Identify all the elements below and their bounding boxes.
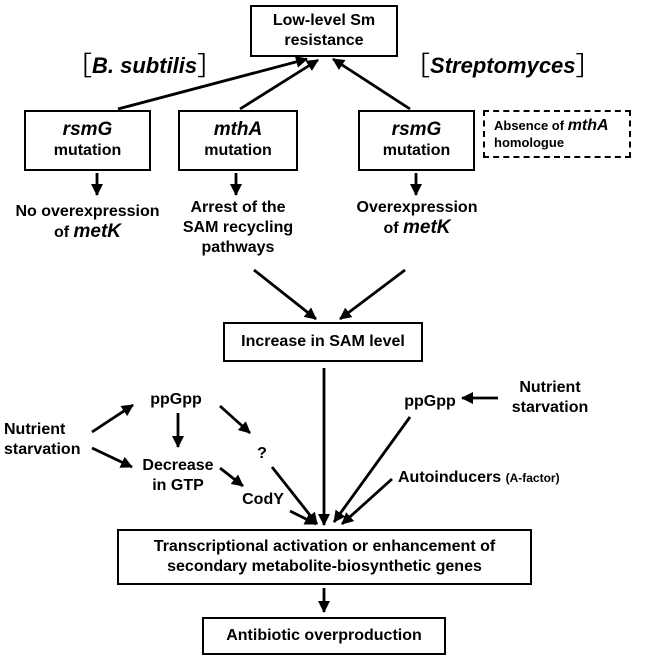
bracket-open-right: ［	[404, 51, 431, 81]
label-autoinducers: Autoinducers (A-factor)	[398, 468, 560, 488]
arrow-ppgpp-to-question	[219, 404, 251, 435]
b-subtilis-label: B. subtilis	[92, 53, 198, 78]
transcription-line2: secondary metabolite-biosynthetic genes	[167, 558, 482, 575]
label-nutrient-starvation-right: Nutrient starvation	[498, 378, 602, 418]
rsmg-right-gene: rsmG	[391, 119, 442, 140]
antibiotic-text: Antibiotic overproduction	[226, 627, 422, 644]
nutrient-left-line2: starvation	[4, 441, 81, 458]
arrest-line1: Arrest of the	[190, 199, 286, 216]
absence-gene: mthA	[567, 117, 609, 134]
question-text: ?	[257, 445, 267, 462]
label-nutrient-starvation-left: Nutrient starvation	[4, 420, 80, 460]
no-overexpression-gene: metK	[73, 221, 122, 242]
sam-text: Increase in SAM level	[241, 333, 405, 350]
transcription-line1: Transcriptional activation or enhancemen…	[153, 538, 496, 555]
box-antibiotic-overproduction: Antibiotic overproduction	[202, 617, 446, 655]
arrow-overexpression-to-sam	[339, 268, 406, 321]
rsmg-left-gene: rsmG	[62, 119, 113, 140]
decrease-line2: in GTP	[152, 477, 204, 494]
resistance-line1: Low-level Sm	[272, 12, 376, 29]
arrow-cody-to-transcription	[289, 509, 317, 526]
arrest-line2: SAM recycling	[182, 219, 294, 236]
box-transcriptional-activation: Transcriptional activation or enhancemen…	[117, 529, 532, 585]
arrow-arrest-to-sam	[253, 268, 317, 321]
arrow-nutrient-to-gtp	[91, 446, 133, 469]
cody-text: CodY	[242, 491, 284, 508]
nutrient-left-line1: Nutrient	[4, 421, 66, 438]
autoinducers-main: Autoinducers	[398, 469, 502, 486]
box-increase-in-sam-level: Increase in SAM level	[223, 322, 423, 362]
overexpression-pre: of	[383, 220, 404, 237]
arrow-ppgpp-right-to-transcription	[332, 416, 412, 523]
streptomyces-label: Streptomyces	[430, 53, 576, 78]
ppgpp-left-text: ppGpp	[150, 391, 202, 408]
overexpression-line1: Overexpression	[356, 199, 478, 216]
nutrient-right-line1: Nutrient	[519, 379, 581, 396]
arrow-gtp-to-cody	[219, 466, 244, 488]
label-ppgpp-right: ppGpp	[398, 392, 462, 412]
bracket-open-left: ［	[66, 51, 93, 81]
label-decrease-in-gtp: Decrease in GTP	[134, 456, 222, 496]
rsmg-right-word: mutation	[382, 142, 451, 159]
no-overexpression-pre: of	[53, 224, 74, 241]
bracket-label-streptomyces: ［Streptomyces］	[404, 44, 602, 81]
box-rsmg-mutation-left: rsmG mutation	[24, 110, 151, 171]
rsmg-left-word: mutation	[53, 142, 122, 159]
arrest-line3: pathways	[201, 239, 275, 256]
bracket-close-right: ］	[575, 51, 602, 81]
arrow-autoinducers-to-transcription	[341, 477, 393, 526]
absence-pre: Absence of	[494, 118, 568, 133]
absence-line2: homologue	[494, 135, 565, 150]
box-low-level-sm-resistance: Low-level Sm resistance	[250, 5, 398, 57]
mtha-word: mutation	[204, 142, 272, 159]
arrow-rsmg-left-to-resistance	[117, 56, 308, 111]
box-mtha-mutation: mthA mutation	[178, 110, 298, 171]
decrease-line1: Decrease	[142, 457, 214, 474]
label-no-overexpression-metk: No overexpression of metK	[0, 202, 175, 243]
label-ppgpp-left: ppGpp	[136, 390, 216, 410]
mtha-gene: mthA	[213, 119, 263, 140]
label-cody: CodY	[233, 490, 293, 510]
nutrient-right-line2: starvation	[511, 399, 589, 416]
overexpression-gene: metK	[403, 217, 451, 238]
no-overexpression-line1: No overexpression	[15, 203, 160, 220]
arrow-nutrient-to-ppgpp	[91, 403, 134, 434]
arrow-mtha-to-resistance	[239, 58, 319, 111]
ppgpp-right-text: ppGpp	[404, 393, 456, 410]
bracket-label-b-subtilis: ［B. subtilis］	[66, 44, 223, 81]
label-question-mark: ?	[252, 444, 272, 464]
label-overexpression-metk: Overexpression of metK	[345, 198, 489, 239]
autoinducers-sub: (A-factor)	[505, 471, 560, 485]
arrow-rsmg-right-to-resistance	[332, 57, 411, 111]
bracket-close-left: ］	[197, 51, 224, 81]
resistance-line2: resistance	[284, 32, 364, 49]
box-rsmg-mutation-right: rsmG mutation	[358, 110, 475, 171]
